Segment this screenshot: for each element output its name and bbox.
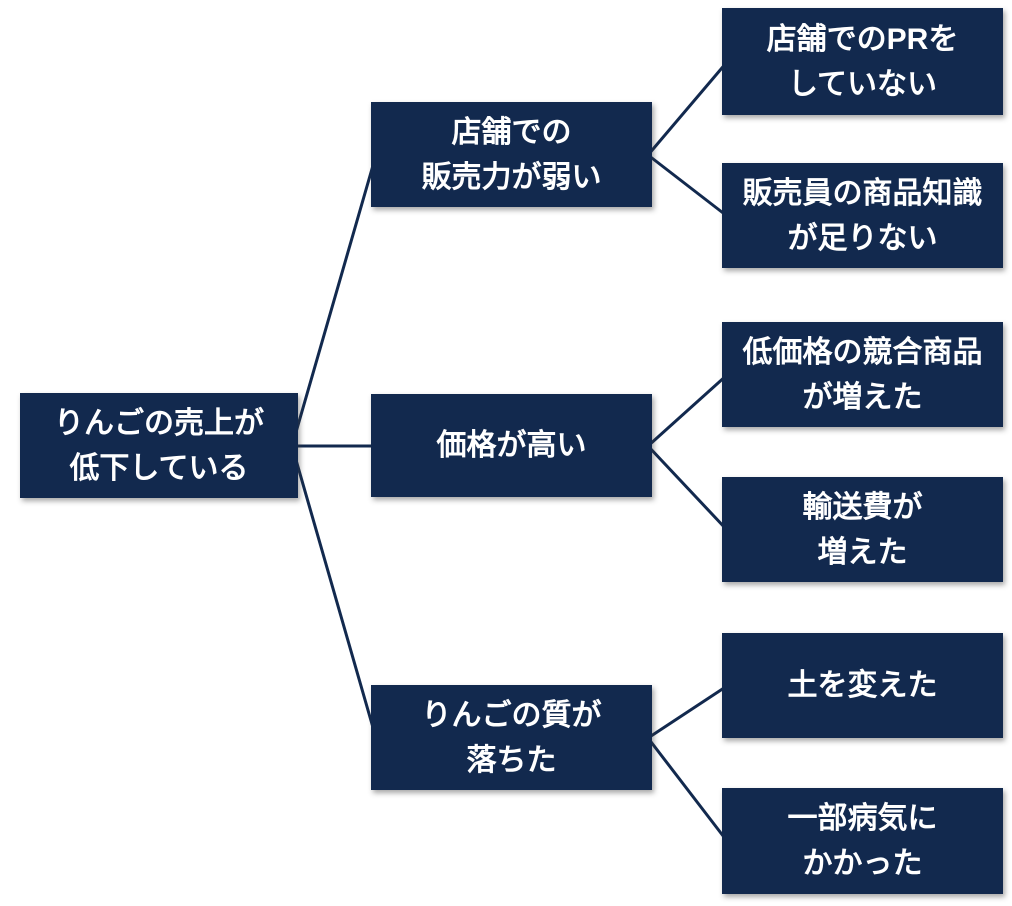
sub-cause-node-3-2: 一部病気に かかった [722,788,1003,894]
connector-cause-3-sub-1 [647,684,728,740]
connector-cause-2-sub-2 [646,444,729,532]
cause-node-3: りんごの質が 落ちた [371,685,652,790]
sub-cause-node-2-2: 輸送費が 増えた [722,477,1003,582]
sub-cause-node-1-2: 販売員の商品知識 が足りない [722,163,1003,268]
connector-cause-2-sub-1 [646,373,729,448]
connector-root-cause-3 [290,445,378,739]
sub-cause-node-2-1: 低価格の競合商品 が増えた [722,322,1003,427]
connector-root-cause-1 [290,154,378,447]
sub-cause-node-1-1: 店舗でのPRを していない [722,8,1003,115]
connector-cause-1-sub-1 [646,61,729,156]
cause-node-2: 価格が高い [371,394,652,497]
cause-node-1: 店舗での 販売力が弱い [371,102,652,207]
sub-cause-node-3-1: 土を変えた [722,633,1003,738]
connector-cause-1-sub-2 [647,153,728,218]
connector-cause-3-sub-2 [646,737,729,842]
root-problem-node: りんごの売上が 低下している [20,393,298,498]
